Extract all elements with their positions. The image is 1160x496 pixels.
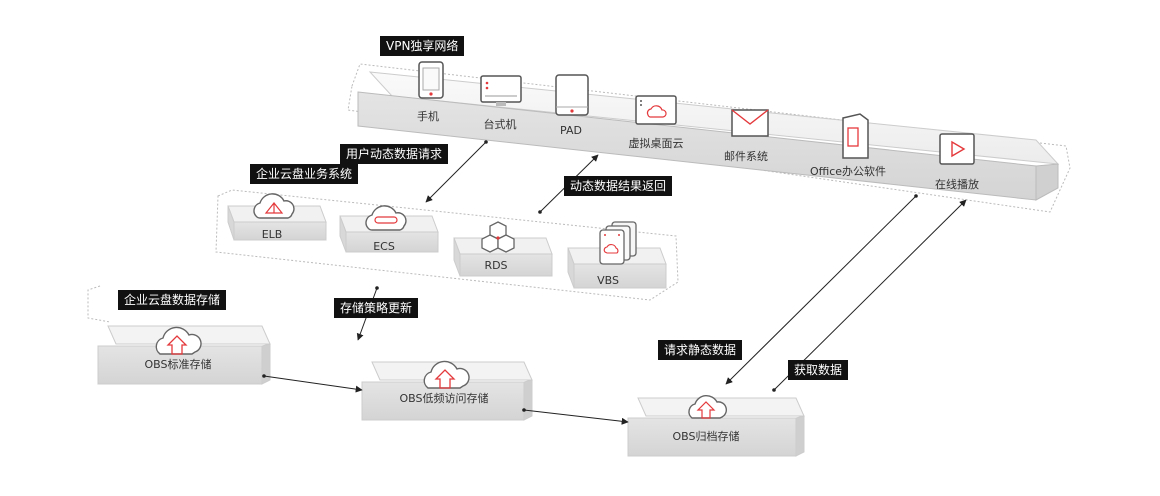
storage-policy-tag: 存储策略更新 xyxy=(334,298,419,318)
device-label-video: 在线播放 xyxy=(935,178,979,191)
obs-standard-label: OBS标准存储 xyxy=(144,358,212,371)
user-request-tag: 用户动态数据请求 xyxy=(340,144,449,164)
device-label-virtual-desktop: 虚拟桌面云 xyxy=(628,137,684,150)
business-system-title: 企业云盘业务系统 xyxy=(250,164,359,184)
device-label-phone: 手机 xyxy=(417,110,439,123)
elb-cloud-icon xyxy=(253,193,295,219)
device-label-pad: PAD xyxy=(560,124,582,137)
service-label-rds: RDS xyxy=(484,259,508,272)
obs-infrequent-cloud-icon xyxy=(423,360,470,389)
desktop-computer-icon xyxy=(480,75,522,106)
mail-icon xyxy=(731,109,769,137)
rds-hexagon-icon xyxy=(481,221,515,253)
device-label-desktop: 台式机 xyxy=(483,118,517,131)
mobile-phone-icon xyxy=(418,61,444,99)
storage-group-outline xyxy=(87,285,111,323)
service-label-elb: ELB xyxy=(261,228,283,241)
office-document-icon xyxy=(842,113,869,159)
flow-infrequent-to-archive-arrow xyxy=(522,408,629,425)
obs-standard-cloud-icon xyxy=(155,326,202,355)
flow-standard-to-infrequent-arrow xyxy=(262,374,363,393)
device-label-office: Office办公软件 xyxy=(809,165,887,178)
service-label-vbs: VBS xyxy=(597,274,619,287)
static-request-tag: 请求静态数据 xyxy=(658,340,743,360)
obs-archive-label: OBS归档存储 xyxy=(672,430,740,443)
vpn-network-title: VPN独享网络 xyxy=(380,36,465,56)
dynamic-return-tag: 动态数据结果返回 xyxy=(564,176,673,196)
service-label-ecs: ECS xyxy=(373,240,395,253)
obs-infrequent-label: OBS低频访问存储 xyxy=(399,392,489,405)
tablet-icon xyxy=(555,74,589,116)
video-play-icon xyxy=(939,133,975,165)
storage-title: 企业云盘数据存储 xyxy=(118,290,227,310)
elb-box xyxy=(227,205,327,241)
business-group-outline xyxy=(215,189,679,301)
vpn-group-outline xyxy=(347,63,1071,213)
ecs-box xyxy=(339,215,439,253)
flow-user-request-arrow xyxy=(425,140,488,203)
get-data-tag: 获取数据 xyxy=(788,360,849,380)
virtual-desktop-icon xyxy=(635,95,677,125)
device-label-mail: 邮件系统 xyxy=(724,150,768,163)
flow-get-data-arrow xyxy=(772,199,967,392)
flow-static-request-arrow xyxy=(725,194,918,385)
ecs-cloud-icon xyxy=(365,205,407,231)
vbs-stacked-disk-icon xyxy=(599,221,637,265)
vpn-slab xyxy=(357,71,1060,201)
obs-archive-cloud-icon xyxy=(688,395,728,419)
